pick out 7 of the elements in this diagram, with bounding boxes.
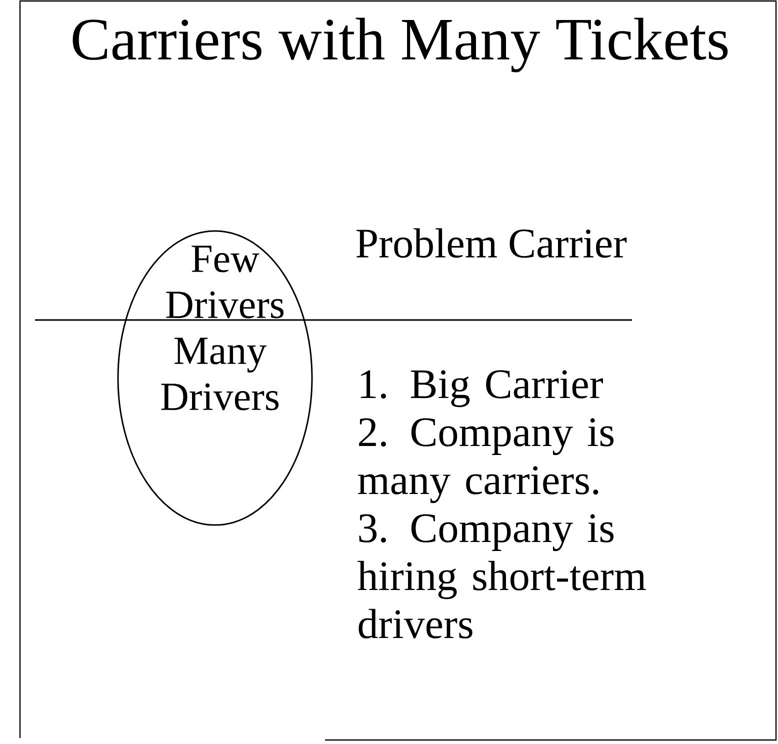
list-item: 3. Company is hiring short-term drivers xyxy=(358,514,646,638)
ellipse-text: Few Drivers xyxy=(166,246,284,318)
label: Problem Carrier xyxy=(356,228,627,258)
list-item: 2. Company is many carriers. xyxy=(358,418,614,504)
title: Carriers with Many Tickets xyxy=(72,18,728,72)
ellipse-text: Many Drivers xyxy=(161,338,279,410)
list-item: 1. Big Carrier xyxy=(360,370,603,408)
